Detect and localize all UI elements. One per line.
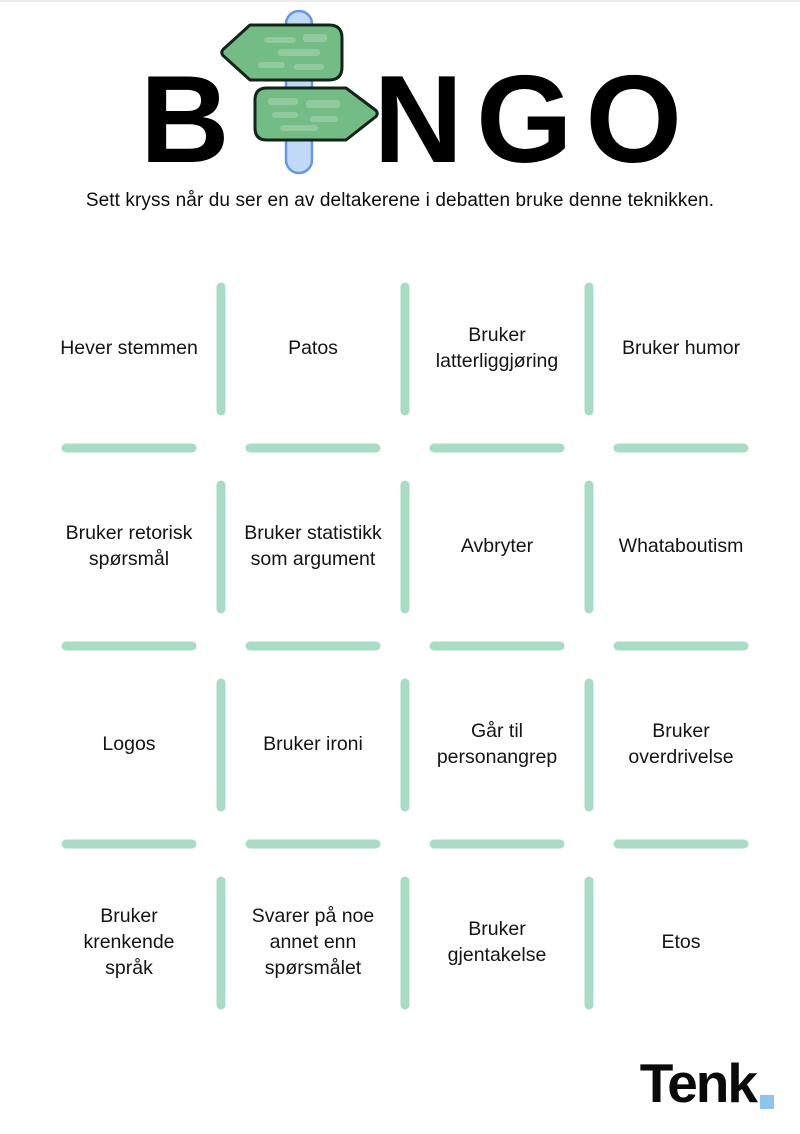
bingo-cell: Bruker retorisk spørsmål	[37, 448, 226, 651]
grid-divider-vertical	[400, 876, 410, 1010]
title-letter-b: B	[139, 51, 230, 189]
grid-divider-vertical	[584, 876, 594, 1010]
bingo-cell-label: Logos	[102, 733, 156, 756]
bingo-cell-label: Bruker humor	[621, 337, 741, 360]
brand-dot-icon	[760, 1095, 774, 1109]
bingo-cell-label: Bruker ironi	[263, 733, 363, 756]
bingo-cell: Svarer på noe annet enn spørsmålet	[221, 844, 410, 1042]
bingo-cell: Bruker latterliggjøring	[405, 250, 594, 453]
grid-divider-horizontal	[61, 443, 197, 453]
bingo-cell-label: Svarer på noe annet enn spørsmålet	[251, 905, 375, 979]
bingo-cell-label: Bruker latterliggjøring	[435, 324, 559, 372]
bingo-cell-label: Hever stemmen	[60, 337, 198, 360]
brand-logo: Tenk	[640, 1056, 774, 1111]
bingo-cell: Bruker krenkende språk	[37, 844, 226, 1042]
bingo-cell: Bruker ironi	[221, 646, 410, 849]
bingo-cell: Bruker gjentakelse	[405, 844, 594, 1042]
bingo-cell: Bruker statistikk som argument	[221, 448, 410, 651]
grid-divider-vertical	[584, 678, 594, 812]
grid-divider-vertical	[216, 876, 226, 1010]
grid-divider-vertical	[400, 282, 410, 416]
page-top-edge	[0, 0, 800, 2]
bingo-cell-label: Avbryter	[460, 535, 534, 558]
signpost-icon	[219, 10, 379, 175]
grid-divider-vertical	[400, 480, 410, 614]
bingo-cell: Avbryter	[405, 448, 594, 651]
grid-divider-vertical	[400, 678, 410, 812]
instructions-text: Sett kryss når du ser en av deltakerene …	[85, 190, 715, 211]
bingo-cell-label: Patos	[288, 337, 338, 360]
bingo-cell: Bruker overdrivelse	[589, 646, 773, 849]
bingo-cell-label: Bruker retorisk spørsmål	[65, 522, 193, 570]
grid-divider-vertical	[216, 480, 226, 614]
brand-logo-text: Tenk	[639, 1052, 758, 1114]
grid-divider-horizontal	[245, 443, 381, 453]
grid-divider-horizontal	[613, 839, 749, 849]
grid-divider-horizontal	[429, 641, 565, 651]
grid-divider-vertical	[584, 282, 594, 416]
grid-divider-vertical	[584, 480, 594, 614]
page-title: B NGO	[0, 0, 800, 190]
bingo-cell: Bruker humor	[589, 250, 773, 453]
bingo-cell-label: Etos	[661, 931, 701, 954]
bingo-cell-label: Går til personangrep	[436, 720, 558, 768]
grid-divider-horizontal	[245, 839, 381, 849]
grid-divider-horizontal	[429, 443, 565, 453]
bingo-cell-label: Whataboutism	[618, 535, 744, 558]
bingo-grid: Hever stemmen Patos Bruker latterliggjørin…	[37, 250, 773, 1042]
bingo-cell: Hever stemmen	[37, 250, 226, 453]
bingo-cell-label: Bruker overdrivelse	[628, 720, 734, 768]
grid-divider-horizontal	[613, 443, 749, 453]
bingo-cell: Whataboutism	[589, 448, 773, 651]
grid-divider-vertical	[216, 282, 226, 416]
grid-divider-horizontal	[245, 641, 381, 651]
bingo-cell: Etos	[589, 844, 773, 1042]
bingo-cell: Patos	[221, 250, 410, 453]
bingo-cell-label: Bruker statistikk som argument	[244, 522, 382, 570]
grid-divider-horizontal	[61, 839, 197, 849]
bingo-cell: Logos	[37, 646, 226, 849]
grid-divider-horizontal	[429, 839, 565, 849]
bingo-cell-label: Bruker krenkende språk	[83, 905, 175, 979]
bingo-cell-label: Bruker gjentakelse	[447, 918, 547, 966]
grid-divider-vertical	[216, 678, 226, 812]
grid-divider-horizontal	[61, 641, 197, 651]
title-letters-ngo: NGO	[373, 51, 695, 189]
bingo-cell: Går til personangrep	[405, 646, 594, 849]
grid-divider-horizontal	[613, 641, 749, 651]
